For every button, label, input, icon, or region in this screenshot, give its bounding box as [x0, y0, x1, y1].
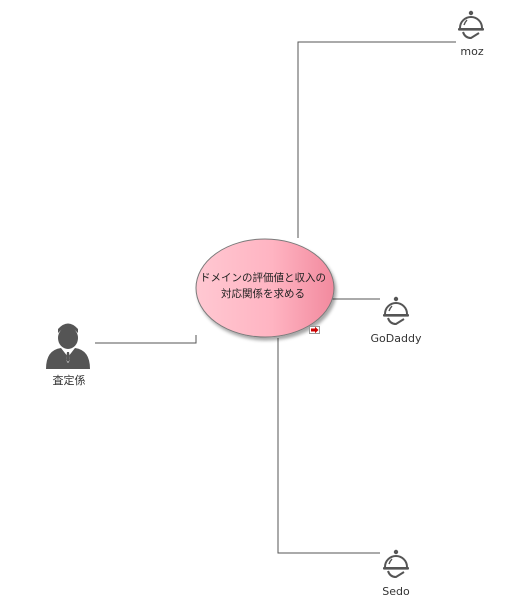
connector-moz[interactable]: [297, 41, 456, 238]
service-bell-icon[interactable]: [458, 10, 484, 40]
service-bell-icon[interactable]: [383, 549, 409, 579]
usecase-label-line2: 対応関係を求める: [221, 288, 305, 300]
usecase-label: ドメインの評価値と収入の 対応関係を求める: [192, 270, 334, 302]
usecase-label-line1: ドメインの評価値と収入の: [200, 272, 326, 284]
actor-label-godaddy: GoDaddy: [370, 332, 422, 345]
connector-sedo[interactable]: [277, 338, 380, 554]
connector-assessor[interactable]: [95, 335, 197, 344]
actor-label-assessor: 査定係: [52, 374, 86, 387]
link-marker-icon[interactable]: [309, 326, 320, 334]
actor-label-moz: moz: [460, 45, 484, 58]
usecase-ellipse[interactable]: [195, 238, 335, 338]
service-bell-icon[interactable]: [383, 296, 409, 326]
actor-label-sedo: Sedo: [382, 585, 410, 598]
person-actor-icon[interactable]: [46, 323, 90, 370]
